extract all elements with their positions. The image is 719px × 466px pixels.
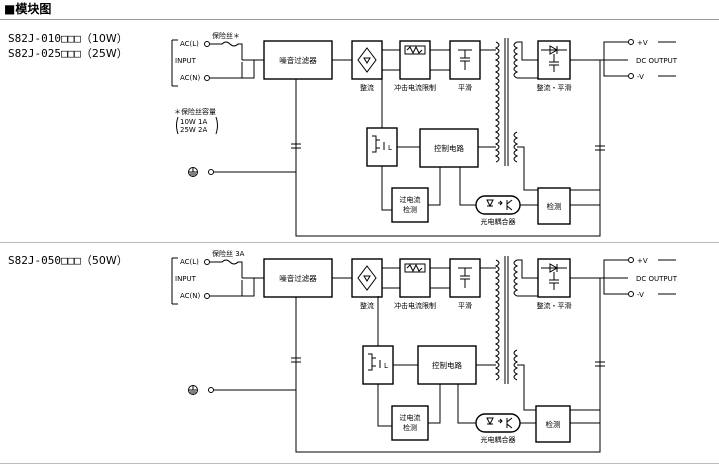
photocoupler-block xyxy=(475,413,521,433)
diode-icon xyxy=(541,45,567,72)
model-power: （50W） xyxy=(80,254,128,267)
page-heading: ■模块图 xyxy=(4,2,52,16)
rect-smooth-label: 整流・平滑 xyxy=(537,301,572,310)
noise-filter-label: 噪音过滤器 xyxy=(279,55,317,65)
dc-output-label: DC OUTPUT xyxy=(636,275,678,283)
terminal-minus-v xyxy=(628,73,634,79)
plus-v-label: +V xyxy=(637,39,648,47)
fuse-note-row: 10W 1A xyxy=(180,118,208,126)
minus-v-label: -V xyxy=(637,291,644,299)
fuse-icon xyxy=(210,259,243,278)
resistor-icon xyxy=(404,45,426,55)
noise-filter-block xyxy=(263,258,333,298)
noise-filter-label: 噪音过滤器 xyxy=(279,273,317,283)
terminal-ground xyxy=(208,387,214,393)
model-power: （25W） xyxy=(80,47,128,60)
control-circuit-block xyxy=(419,128,479,168)
ac-n-label: AC(N) xyxy=(180,292,201,300)
terminal-ac-l xyxy=(204,259,210,265)
model-line-50w: S82J-050□□□（50W） xyxy=(8,254,128,267)
capacitor-icon xyxy=(291,79,605,172)
bottom-divider xyxy=(0,463,719,464)
photocoupler-icon xyxy=(486,417,513,429)
overcurrent-label-1: 过电流 xyxy=(400,413,421,422)
diode-icon xyxy=(541,263,567,290)
terminal-plus-v xyxy=(628,257,634,263)
l-label: L xyxy=(388,144,392,152)
rect-smooth-label: 整流・平滑 xyxy=(537,83,572,92)
overcurrent-label-2: 检测 xyxy=(403,423,417,432)
overcurrent-label-1: 过电流 xyxy=(400,195,421,204)
detection-label: 检测 xyxy=(547,201,562,211)
smoothing-block xyxy=(449,40,481,80)
control-circuit-label: 控制电路 xyxy=(434,143,464,153)
return-line xyxy=(295,60,601,237)
model-line-10w: S82J-010□□□（10W） xyxy=(8,32,128,45)
overcurrent-detect-block xyxy=(391,405,429,441)
inrush-limit-label: 冲击电流限制 xyxy=(394,83,436,92)
section-divider xyxy=(0,242,719,243)
resistor-icon xyxy=(404,263,426,273)
fuse-note-row: 25W 2A xyxy=(180,126,208,134)
rectifier-label: 整流 xyxy=(360,83,374,92)
switch-icon xyxy=(368,353,381,371)
switch-icon xyxy=(372,135,385,153)
ac-l-label: AC(L) xyxy=(180,40,199,48)
inrush-limit-label: 冲击电流限制 xyxy=(394,301,436,310)
terminal-minus-v xyxy=(628,291,634,297)
fuse-label: 保险丝 3A xyxy=(212,249,245,258)
ac-l-label: AC(L) xyxy=(180,258,199,266)
photocoupler-label: 光电耦合器 xyxy=(481,435,516,444)
model-code: S82J-010□□□ xyxy=(8,32,81,45)
fuse-label: 保险丝＊ xyxy=(212,31,240,40)
fuse-icon xyxy=(210,41,243,60)
detection-label: 检测 xyxy=(546,419,561,429)
terminal-ground xyxy=(208,169,214,175)
heading-divider xyxy=(0,19,719,20)
fuse-note-title: ＊保险丝容量 xyxy=(174,107,216,116)
model-code: S82J-025□□□ xyxy=(8,47,81,60)
photocoupler-label: 光电耦合器 xyxy=(481,217,516,226)
diode-bridge-icon xyxy=(357,47,377,73)
detection-block xyxy=(535,405,571,443)
rectifier-block xyxy=(351,258,383,298)
minus-v-label: -V xyxy=(637,73,644,81)
capacitor-icon xyxy=(458,49,472,70)
capacitor-icon xyxy=(291,297,605,390)
ground-icon xyxy=(188,167,198,177)
smoothing-label: 平滑 xyxy=(458,301,472,310)
input-label: INPUT xyxy=(175,57,197,65)
model-line-25w: S82J-025□□□（25W） xyxy=(8,47,128,60)
model-code: S82J-050□□□ xyxy=(8,254,81,267)
control-circuit-label: 控制电路 xyxy=(432,360,462,370)
model-power: （10W） xyxy=(80,32,128,45)
terminal-plus-v xyxy=(628,39,634,45)
rectifier-label: 整流 xyxy=(360,301,374,310)
terminal-ac-n xyxy=(204,293,210,299)
plus-v-label: +V xyxy=(637,257,648,265)
smoothing-label: 平滑 xyxy=(458,83,472,92)
terminal-ac-l xyxy=(204,41,210,47)
overcurrent-label-2: 检测 xyxy=(403,205,417,214)
transformer-icon xyxy=(494,256,519,384)
capacitor-icon xyxy=(458,267,472,288)
input-label: INPUT xyxy=(175,275,197,283)
terminal-ac-n xyxy=(204,75,210,81)
ac-n-label: AC(N) xyxy=(180,74,201,82)
transformer-icon xyxy=(494,38,519,166)
input-bracket xyxy=(171,257,178,305)
control-circuit-block xyxy=(417,345,477,385)
dc-output-label: DC OUTPUT xyxy=(636,57,678,65)
return-line xyxy=(295,278,601,453)
diode-bridge-icon xyxy=(357,265,377,291)
photocoupler-icon xyxy=(486,199,513,211)
detection-block xyxy=(537,187,571,225)
l-label: L xyxy=(384,362,388,370)
ground-icon xyxy=(188,385,198,395)
smoothing-block xyxy=(449,258,481,298)
switch-block xyxy=(362,345,394,385)
